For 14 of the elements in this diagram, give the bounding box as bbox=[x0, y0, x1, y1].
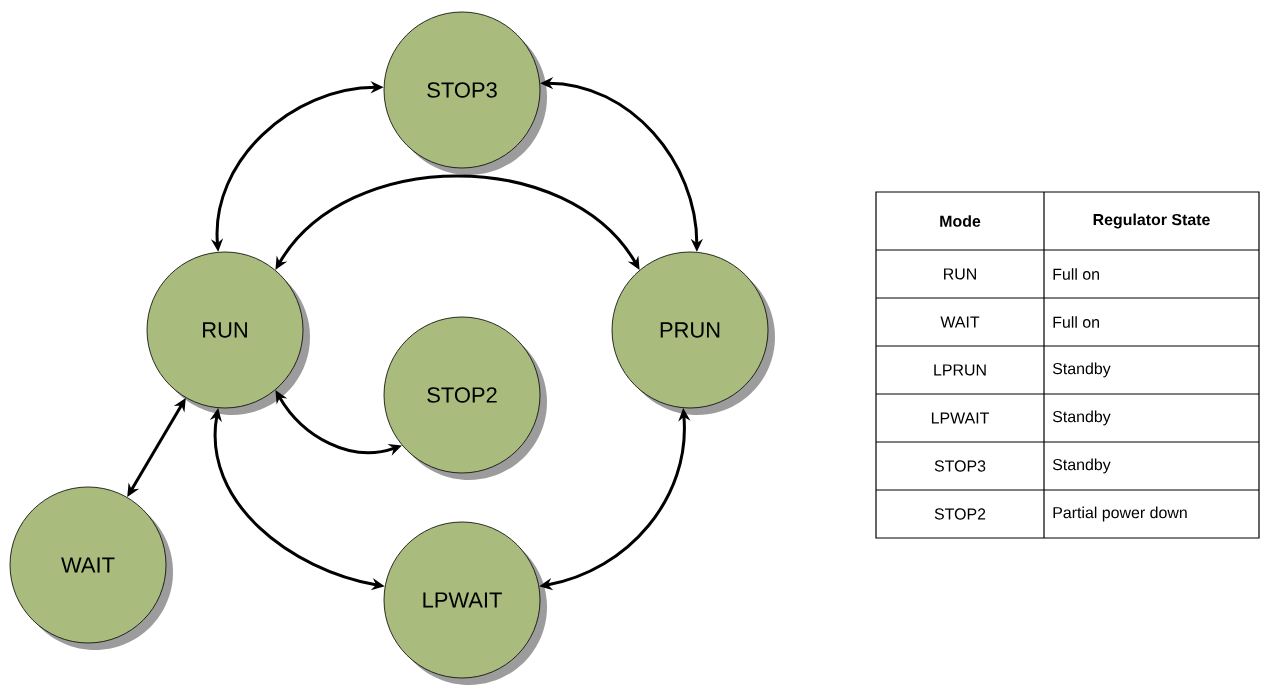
table-text: RUN bbox=[944, 268, 976, 280]
table-text: Full on bbox=[1053, 268, 1099, 280]
table-text: STOP3 bbox=[934, 460, 986, 472]
table-text: Full on bbox=[1053, 316, 1099, 328]
table-text: LPRUN bbox=[934, 364, 986, 376]
table-text: WAIT bbox=[940, 316, 980, 328]
table-text: Partial power down bbox=[1053, 506, 1187, 522]
table-text: Standby bbox=[1052, 458, 1111, 474]
table-text: STOP2 bbox=[934, 508, 986, 520]
table-text: Standby bbox=[1052, 410, 1111, 426]
column-header: Regulator State bbox=[1093, 213, 1210, 229]
table-text: Standby bbox=[1052, 362, 1111, 378]
table-text: LPWAIT bbox=[931, 412, 989, 424]
column-header: Mode bbox=[940, 215, 981, 227]
